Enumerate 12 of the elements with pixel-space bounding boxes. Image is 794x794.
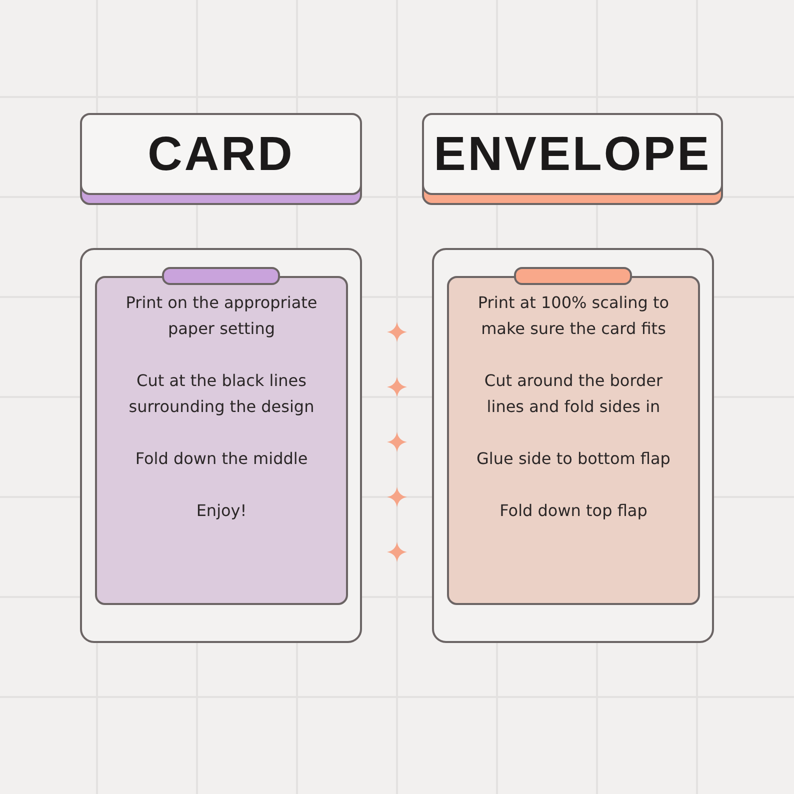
instruction-text: Fold down top flap: [500, 500, 648, 522]
instruction-text: Print on the appropriate paper setting: [124, 292, 318, 340]
header-title: ENVELOPE: [422, 113, 723, 195]
instruction-text: Print at 100% scaling to make sure the card fits: [476, 292, 670, 340]
instruction-text: Cut around the border lines and fold sides in: [483, 370, 664, 418]
instruction-text: Cut at the black lines surrounding the design: [128, 370, 316, 418]
header-title: CARD: [80, 113, 362, 195]
instruction-panel: [95, 276, 348, 605]
instruction-text: Enjoy!: [196, 500, 247, 522]
instruction-text: Fold down the middle: [135, 448, 308, 470]
instruction-text: Glue side to bottom flap: [476, 448, 670, 470]
instruction-panel: [447, 276, 700, 605]
